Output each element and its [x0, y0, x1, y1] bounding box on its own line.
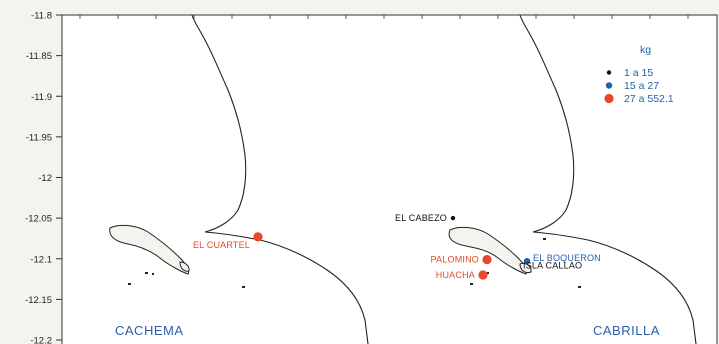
- marker-palomino: [482, 254, 492, 265]
- legend-swatch: [604, 93, 614, 104]
- coastline-cachema: [109, 14, 369, 344]
- place-label: EL CUARTEL: [193, 240, 250, 250]
- y-tick-label: -12.2: [30, 336, 52, 344]
- islet: [242, 286, 245, 288]
- islet: [145, 272, 148, 274]
- islet: [487, 272, 489, 274]
- legend-entry-label: 1 a 15: [624, 67, 653, 79]
- place-label: ISLA CALLAO: [523, 260, 582, 270]
- y-tick-label: -11.95: [26, 132, 52, 143]
- islet: [543, 238, 546, 240]
- island-san-lorenzo-right: [448, 226, 527, 275]
- plot-frame: [61, 14, 718, 344]
- legend-entry-label: 15 a 27: [624, 80, 659, 92]
- place-label: HUACHA: [436, 270, 475, 280]
- place-label: PALOMINO: [431, 255, 479, 265]
- legend-swatch: [605, 82, 613, 89]
- marker-el-cuartel: [253, 232, 263, 242]
- legend-title: kg: [640, 44, 651, 56]
- place-label: EL BOQUERON: [533, 253, 601, 263]
- y-tick-label: -12: [38, 173, 52, 184]
- coastline-cabrilla: [448, 14, 697, 344]
- legend-swatch: [606, 70, 612, 75]
- y-tick-label: -11.9: [31, 92, 52, 103]
- marker-huacha: [478, 270, 488, 280]
- islet: [578, 286, 581, 288]
- y-tick-label: -11.8: [31, 11, 52, 22]
- panel-label-cachema: CACHEMA: [115, 323, 184, 338]
- islet: [128, 283, 131, 285]
- island-san-lorenzo-left: [109, 224, 189, 275]
- island-small-left: [179, 261, 190, 272]
- y-tick-label: -11.85: [26, 51, 52, 62]
- y-tick-label: -12.05: [25, 214, 52, 225]
- y-tick-label: -12.15: [25, 295, 52, 306]
- islet: [470, 283, 473, 285]
- y-tick-label: -12.1: [30, 254, 52, 265]
- marker-el-boqueron: [523, 257, 531, 265]
- islet: [152, 273, 154, 275]
- y-axis: -11.8 -11.85 -11.9 -11.95 -12 -12.05 -12.1 -12.…: [25, 11, 689, 344]
- marker-el-cabezo: [450, 215, 456, 221]
- catch-markers: EL CUARTEL EL CABEZO PALOMINO HUACHA EL BOQU…: [193, 213, 601, 280]
- legend-entry-label: 27 a 552.1: [624, 93, 674, 105]
- island-el-fronton: [519, 263, 532, 274]
- panel-label-cabrilla: CABRILLA: [593, 323, 660, 338]
- place-label: EL CABEZO: [395, 213, 447, 223]
